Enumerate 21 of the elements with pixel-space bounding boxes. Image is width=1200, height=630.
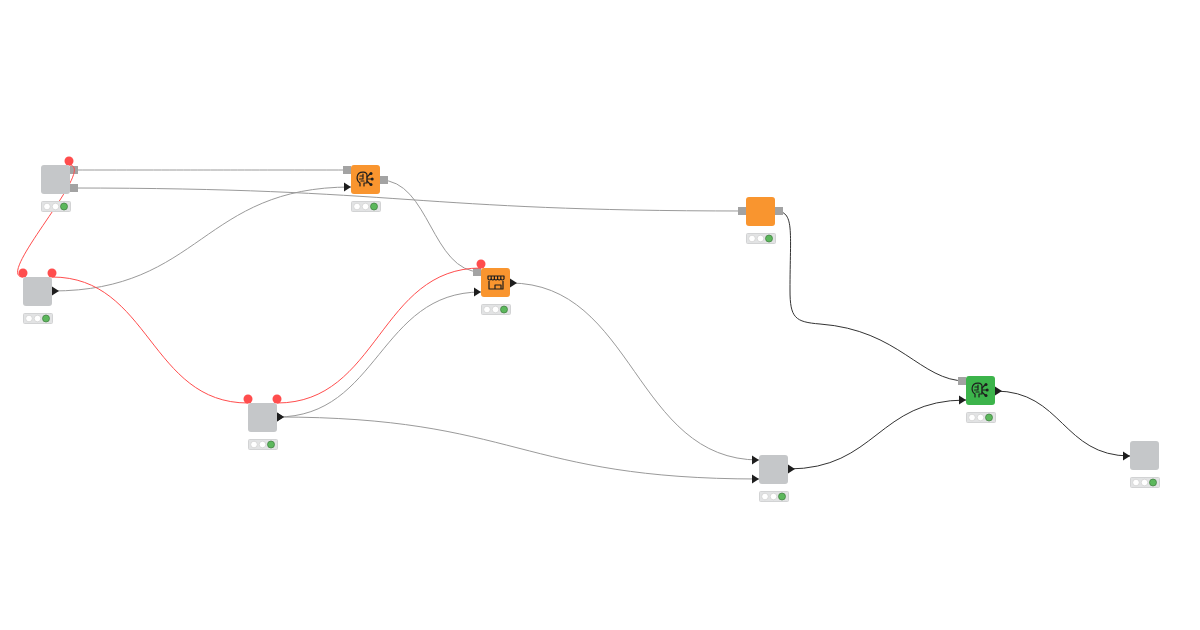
workflow-node xyxy=(23,277,52,306)
connection-line xyxy=(774,207,967,385)
connection-line xyxy=(69,184,747,215)
connection-line xyxy=(47,268,253,404)
connection-line xyxy=(787,395,967,474)
workflow-node xyxy=(351,165,380,194)
connection-line xyxy=(51,182,352,296)
workflow-node xyxy=(759,455,788,484)
workflow-node xyxy=(248,403,277,432)
connection-line xyxy=(276,412,760,484)
workflow-node xyxy=(746,197,775,226)
workflow-node xyxy=(41,165,70,194)
workflow-node xyxy=(481,268,510,297)
workflow-node xyxy=(1130,441,1159,470)
connection-line xyxy=(509,278,760,464)
workflow-node xyxy=(966,376,995,405)
connection-line xyxy=(17,156,75,278)
connection-line xyxy=(69,166,352,174)
connection-line xyxy=(379,176,482,276)
connection-line xyxy=(994,386,1131,460)
connection-line xyxy=(272,259,486,404)
